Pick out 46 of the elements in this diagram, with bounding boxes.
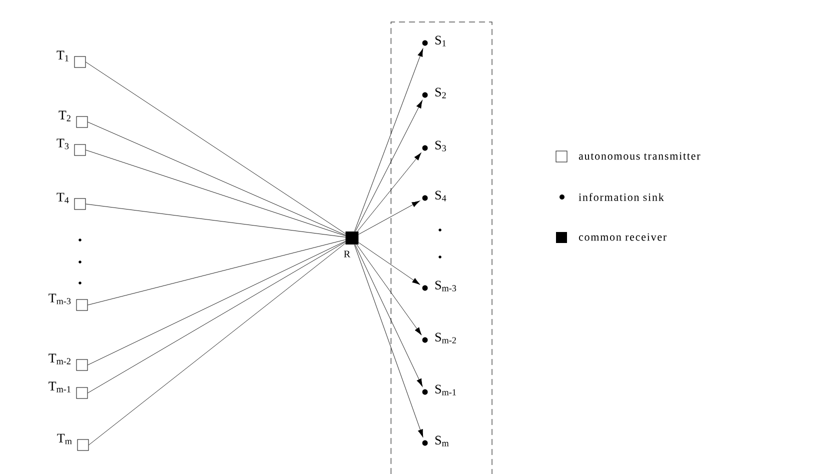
transmitter-box: T$_{3}$ [56, 138, 86, 156]
connector-line [358, 200, 420, 235]
legend-label: information sink [578, 193, 664, 201]
node-label: T$_{m-2}$ [48, 354, 70, 364]
transmitter-box: T$_{m}$ [57, 434, 89, 451]
connector-line [355, 100, 422, 232]
node-label: T$_{2}$ [58, 110, 70, 122]
node-label: T$_{m-1}$ [48, 382, 70, 392]
node-label: T$_{m}$ [57, 434, 72, 444]
dashed-group-box [390, 22, 492, 474]
connector-line [86, 62, 346, 234]
node-label: R [344, 250, 350, 258]
legend-label: autonomous transmitter [578, 152, 700, 160]
connector-line [88, 242, 346, 394]
node-label: T$_{3}$ [56, 138, 69, 150]
transmitter-box: T$_{1}$ [56, 50, 86, 68]
transmitter-box: T$_{4}$ [56, 192, 86, 210]
node-label: S$_{3}$ [435, 140, 446, 152]
node-label: S$_{1}$ [435, 36, 446, 46]
connector-line [356, 244, 422, 336]
transmitter-box: T$_{m-1}$ [48, 382, 88, 399]
node-label: S$_{m-3}$ [435, 280, 456, 292]
node-label: S$_{m}$ [435, 436, 449, 446]
transmitter-box: T$_{m-3}$ [48, 294, 88, 311]
transmitter-box: T$_{2}$ [58, 110, 88, 128]
node-label: T$_{m-3}$ [48, 294, 71, 304]
connector-line [88, 243, 346, 446]
transmitter-box: T$_{m-2}$ [48, 354, 88, 371]
connector-line [88, 241, 346, 366]
node-label: S$_{4}$ [435, 190, 446, 202]
connector-line [358, 242, 420, 285]
node-label: T$_{1}$ [56, 50, 68, 62]
node-label: S$_{m-2}$ [435, 332, 456, 344]
connector-line [357, 152, 422, 232]
connector-line [354, 48, 424, 232]
node-label: S$_{2}$ [435, 88, 446, 98]
connector-line [88, 239, 346, 306]
node-label: S$_{m-1}$ [435, 384, 456, 396]
receiver-square: R [344, 232, 358, 258]
connector-line [354, 244, 424, 438]
connector-line [86, 204, 346, 238]
connector-line [354, 244, 423, 387]
legend-label: common receiver [578, 233, 667, 241]
node-label: T$_{4}$ [56, 192, 69, 204]
connector-line [88, 122, 346, 236]
connector-line [86, 150, 346, 236]
